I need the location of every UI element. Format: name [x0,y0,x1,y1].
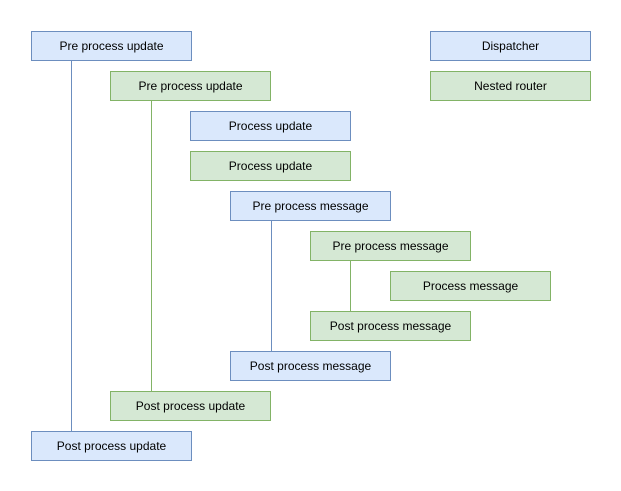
node-label: Pre process update [59,39,164,53]
node-label: Post process update [135,399,246,413]
node-label: Post process message [249,359,372,373]
dispatcher-update-lifeline [71,61,72,431]
node-dispatcher-post-process-message: Post process message [230,351,391,381]
nested-router-message-lifeline [350,261,351,311]
node-nested-router-process-update: Process update [190,151,351,181]
node-label: Nested router [474,79,547,93]
node-label: Pre process message [252,199,369,213]
node-label: Dispatcher [481,39,540,53]
node-dispatcher-pre-process-update: Pre process update [31,31,192,61]
node-dispatcher-process-update: Process update [190,111,351,141]
node-dispatcher-pre-process-message: Pre process message [230,191,391,221]
node-dispatcher-post-process-update: Post process update [31,431,192,461]
node-nested-router-process-message: Process message [390,271,551,301]
node-dispatcher-dispatcher: Dispatcher [430,31,591,61]
node-label: Post process message [329,319,452,333]
node-nested-router-nested-router: Nested router [430,71,591,101]
node-nested-router-pre-process-message: Pre process message [310,231,471,261]
node-label: Process message [422,279,519,293]
node-nested-router-post-process-message: Post process message [310,311,471,341]
node-nested-router-pre-process-update: Pre process update [110,71,271,101]
node-label: Pre process update [138,79,243,93]
node-label: Process update [228,159,313,173]
node-label: Post process update [56,439,167,453]
dispatcher-message-lifeline [271,221,272,351]
node-nested-router-post-process-update: Post process update [110,391,271,421]
nested-router-update-lifeline [151,101,152,391]
node-label: Pre process message [332,239,449,253]
node-label: Process update [228,119,313,133]
